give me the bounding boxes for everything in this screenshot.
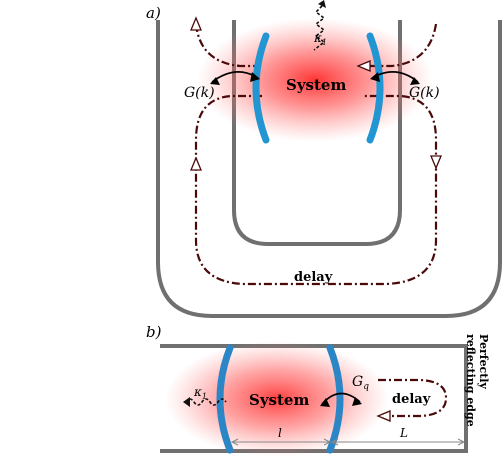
mirror-right <box>366 32 384 144</box>
kappa-arrow-icon <box>318 0 326 8</box>
dimension-l-arrow-right <box>323 438 332 446</box>
dimension-L-arrow-left <box>330 438 339 446</box>
edge-label: Perfectly reflecting edge <box>464 334 490 427</box>
panel-b-label: b) <box>146 323 162 341</box>
dimension-l-arrow-left <box>230 438 239 446</box>
panel-b: b) κ1 Gq delay System l L <box>146 323 490 457</box>
coupling-arrowhead-left-b <box>210 77 220 85</box>
coupling-b-label: Gq <box>352 374 369 392</box>
length-l-label: l <box>278 426 282 440</box>
feedback-loop-top-right <box>360 23 438 68</box>
inner-waveguide <box>232 20 402 246</box>
delay-label: delay <box>294 270 333 285</box>
delay-loop-arrow <box>376 410 391 422</box>
system-b-label: System <box>249 391 309 409</box>
feedback-loop-outer <box>194 94 438 286</box>
kappa-label: κ1 <box>313 31 327 47</box>
kappa-decay-line <box>313 5 326 51</box>
length-L-label: L <box>399 426 408 440</box>
coupling-right-label: G(k) <box>409 85 440 101</box>
kappa-b-label: κ1 <box>193 385 207 401</box>
mirror-b-right <box>326 344 344 454</box>
coupling-b-arrowhead-a <box>320 398 330 407</box>
edge-label-line1: Perfectly <box>477 334 490 389</box>
dimension-L-arrow-right <box>457 438 466 446</box>
loop-arrow-top-right <box>356 60 371 72</box>
edge-label-line2: reflecting edge <box>464 334 477 427</box>
coupling-arrowhead-right-b <box>410 77 420 85</box>
coupling-b-arrowhead-b <box>352 397 362 406</box>
loop-arrow-right <box>430 155 442 170</box>
coupling-arrowhead-right-a <box>370 72 380 82</box>
delay-loop <box>378 378 448 418</box>
system-label: System <box>286 76 346 94</box>
loop-arrow-top-left <box>190 16 202 31</box>
coupling-left-label: G(k) <box>184 85 215 101</box>
mirror-left <box>252 32 270 144</box>
delay-b-label: delay <box>392 392 431 407</box>
feedback-loop-top-left <box>194 23 262 68</box>
coupling-arrowhead-left-a <box>250 72 260 82</box>
kappa-b-decay-line <box>185 398 227 406</box>
kappa-b-arrow-icon <box>183 397 190 407</box>
mirror-b-left <box>216 344 234 454</box>
outer-waveguide <box>156 20 502 318</box>
loop-arrow-left <box>190 156 202 171</box>
panel-a-label: a) <box>146 4 161 22</box>
panel-a: a) κ1 G(k) G(k) System delay <box>146 0 502 318</box>
